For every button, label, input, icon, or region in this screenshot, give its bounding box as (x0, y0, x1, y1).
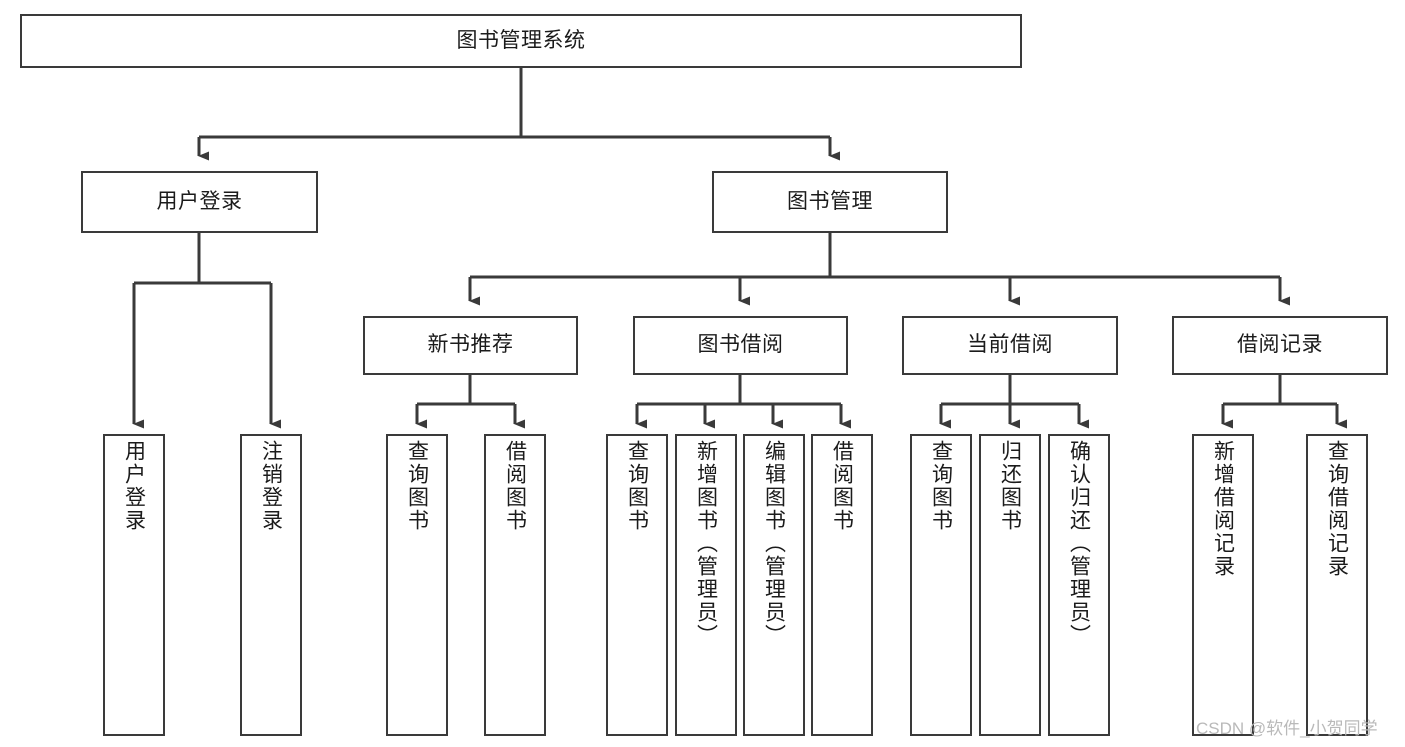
leaf-borrow-edit-label: 编辑图书（管理员） (762, 440, 786, 647)
node-root[interactable]: 图书管理系统 (20, 14, 1022, 68)
leaf-cur-query-label: 查询图书 (929, 440, 953, 532)
leaf-user-logout-label: 注销登录 (259, 440, 283, 532)
leaf-rec-query-label: 查询图书 (405, 440, 429, 532)
node-book-manage[interactable]: 图书管理 (712, 171, 948, 233)
leaf-cur-confirm-label: 确认归还（管理员） (1067, 440, 1091, 647)
leaf-borrow-lend-label: 借阅图书 (830, 440, 854, 532)
node-borrow-record[interactable]: 借阅记录 (1172, 316, 1388, 375)
leaf-rec-search[interactable]: 查询借阅记录 (1306, 434, 1368, 736)
leaf-user-logout[interactable]: 注销登录 (240, 434, 302, 736)
leaf-borrow-add[interactable]: 新增图书（管理员） (675, 434, 737, 736)
node-new-book-rec-label: 新书推荐 (427, 333, 514, 357)
leaf-borrow-edit[interactable]: 编辑图书（管理员） (743, 434, 805, 736)
node-user-login-label: 用户登录 (156, 189, 243, 213)
leaf-cur-query[interactable]: 查询图书 (910, 434, 972, 736)
csdn-watermark: CSDN @软件_小贺同学 (1196, 719, 1378, 738)
leaf-cur-confirm[interactable]: 确认归还（管理员） (1048, 434, 1110, 736)
node-root-label: 图书管理系统 (456, 28, 586, 52)
leaf-rec-search-label: 查询借阅记录 (1325, 440, 1349, 578)
leaf-user-login-label: 用户登录 (122, 440, 146, 532)
node-book-borrow[interactable]: 图书借阅 (633, 316, 848, 375)
leaf-borrow-query[interactable]: 查询图书 (606, 434, 668, 736)
leaf-cur-return[interactable]: 归还图书 (979, 434, 1041, 736)
node-book-borrow-label: 图书借阅 (697, 333, 784, 357)
leaf-user-login[interactable]: 用户登录 (103, 434, 165, 736)
leaf-borrow-query-label: 查询图书 (625, 440, 649, 532)
leaf-rec-borrow[interactable]: 借阅图书 (484, 434, 546, 736)
node-user-login[interactable]: 用户登录 (81, 171, 318, 233)
leaf-borrow-lend[interactable]: 借阅图书 (811, 434, 873, 736)
leaf-rec-borrow-label: 借阅图书 (503, 440, 527, 532)
leaf-borrow-add-label: 新增图书（管理员） (694, 440, 718, 647)
node-current-borrow[interactable]: 当前借阅 (902, 316, 1118, 375)
node-new-book-rec[interactable]: 新书推荐 (363, 316, 578, 375)
node-current-borrow-label: 当前借阅 (967, 333, 1053, 357)
node-borrow-record-label: 借阅记录 (1237, 333, 1323, 357)
node-book-manage-label: 图书管理 (787, 189, 873, 213)
leaf-rec-add-label: 新增借阅记录 (1211, 440, 1235, 578)
leaf-cur-return-label: 归还图书 (998, 440, 1022, 532)
leaf-rec-add[interactable]: 新增借阅记录 (1192, 434, 1254, 736)
leaf-rec-query[interactable]: 查询图书 (386, 434, 448, 736)
